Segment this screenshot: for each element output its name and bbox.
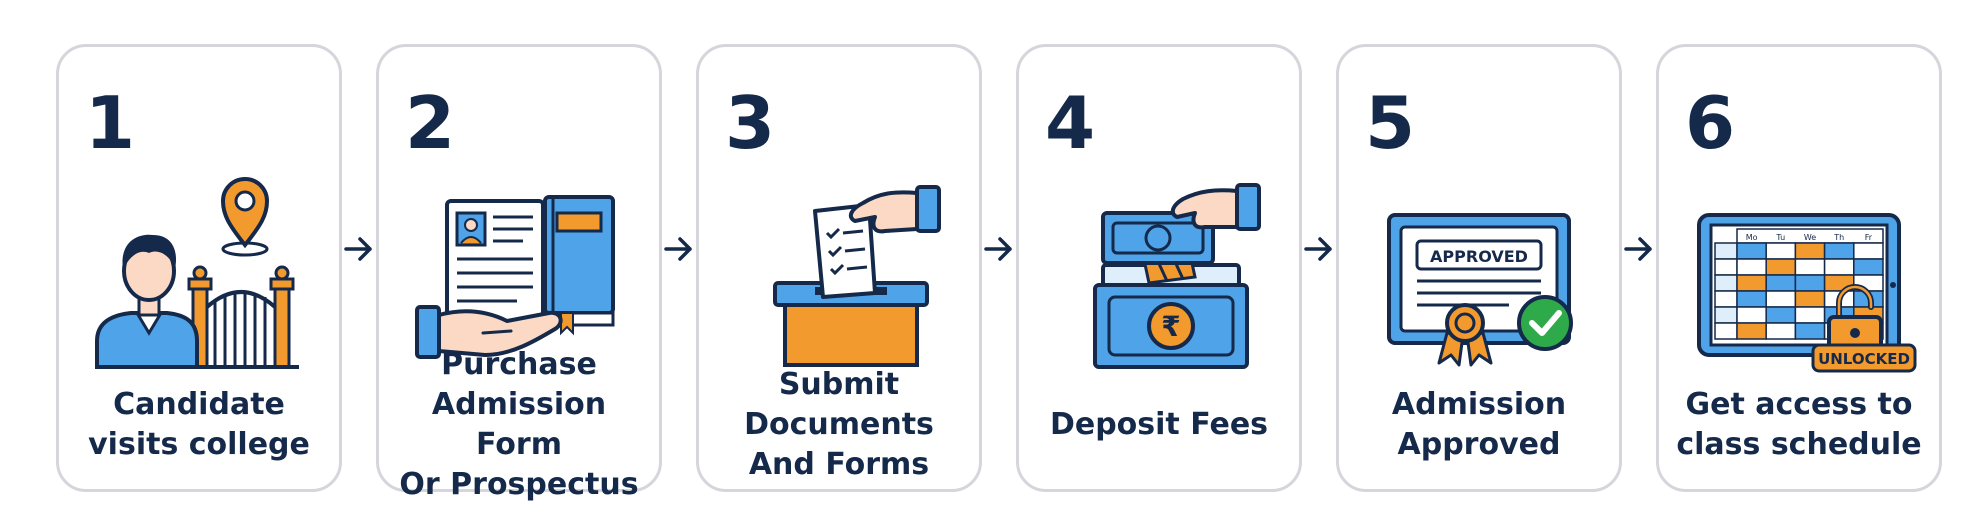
- label-line: Approved: [1397, 427, 1561, 462]
- schedule-cell: [1794, 274, 1826, 292]
- label-line: class schedule: [1676, 427, 1922, 462]
- label-line: Get access to: [1685, 387, 1913, 422]
- schedule-cell: [1765, 290, 1797, 308]
- label-line: Purchase: [441, 347, 597, 382]
- schedule-cell: [1853, 258, 1884, 276]
- schedule-cell: [1765, 322, 1797, 340]
- schedule-cell: [1794, 242, 1826, 260]
- label-line: visits college: [88, 427, 310, 462]
- day-label: Mo: [1746, 233, 1758, 242]
- label-line: Admission Form: [431, 387, 607, 462]
- day-label: Tu: [1775, 233, 1785, 242]
- schedule-cell: [1736, 258, 1767, 276]
- schedule-grid: [1714, 242, 1884, 340]
- step-number: 5: [1365, 81, 1416, 165]
- schedule-cell: [1736, 274, 1767, 292]
- unlocked-schedule-icon: Mo Tu We Th Fr UNLOCKED: [1697, 213, 1917, 373]
- person-at-college-gate-icon: [95, 177, 299, 369]
- schedule-cell: [1736, 290, 1767, 308]
- schedule-cell: [1823, 242, 1855, 260]
- label-line: And Forms: [748, 447, 930, 482]
- step-card-5: 5 APPROVED Admission Approved: [1336, 44, 1622, 492]
- step-card-2: 2 Purchase Admissio: [376, 44, 662, 502]
- label-line: Candidate: [113, 387, 285, 422]
- arrow-right-icon: [984, 237, 1012, 261]
- money-into-box-icon: ₹: [1093, 183, 1261, 369]
- schedule-cell: [1736, 322, 1767, 340]
- step-label: Admission Approved: [1349, 365, 1609, 485]
- schedule-cell: [1794, 258, 1826, 276]
- schedule-cell: [1736, 242, 1767, 260]
- schedule-row-header: [1714, 290, 1738, 308]
- step-number: 2: [405, 81, 456, 165]
- step-number: 3: [725, 81, 776, 165]
- label-line: Deposit Fees: [1049, 407, 1269, 442]
- schedule-cell: [1765, 242, 1797, 260]
- step-number: 4: [1045, 81, 1096, 165]
- schedule-row-header: [1714, 242, 1738, 260]
- label-line: Documents: [744, 407, 934, 442]
- step-card-4: 4 ₹ Deposit Fees: [1016, 44, 1302, 492]
- step-label: Deposit Fees: [1029, 365, 1289, 485]
- step-card-3: 3 Submit Documents And Forms: [696, 44, 982, 492]
- schedule-cell: [1853, 242, 1884, 260]
- label-line: Admission: [1391, 387, 1567, 422]
- hand-holding-form-and-book-icon: [415, 195, 615, 359]
- day-label: Fr: [1865, 233, 1873, 242]
- day-label: We: [1804, 233, 1816, 242]
- schedule-cell: [1823, 258, 1855, 276]
- label-line: Or Prospectus: [399, 467, 639, 502]
- day-label: Th: [1833, 233, 1844, 242]
- arrow-right-icon: [344, 237, 372, 261]
- svg-text:₹: ₹: [1161, 310, 1180, 343]
- arrow-right-icon: [1624, 237, 1652, 261]
- step-number: 1: [85, 81, 136, 165]
- step-label: Submit Documents And Forms: [709, 365, 969, 485]
- schedule-cell: [1794, 322, 1826, 340]
- document-into-box-icon: [773, 185, 941, 367]
- arrow-right-icon: [1304, 237, 1332, 261]
- label-line: Submit: [778, 367, 900, 402]
- schedule-cell: [1736, 306, 1767, 324]
- schedule-cell: [1765, 258, 1797, 276]
- step-label: Candidate visits college: [69, 365, 329, 485]
- schedule-row-header: [1714, 306, 1738, 324]
- schedule-row-header: [1714, 322, 1738, 340]
- schedule-row-header: [1714, 258, 1738, 276]
- step-label: Get access to class schedule: [1669, 365, 1929, 485]
- step-number: 6: [1685, 81, 1736, 165]
- schedule-cell: [1794, 290, 1826, 308]
- step-card-6: 6 Mo Tu We Th Fr UNLOCKED Get access to: [1656, 44, 1942, 492]
- schedule-cell: [1794, 306, 1826, 324]
- step-label: Purchase Admission Form Or Prospectus: [389, 347, 649, 502]
- certificate-text: APPROVED: [1430, 247, 1528, 266]
- unlocked-badge-text: UNLOCKED: [1818, 350, 1910, 368]
- step-card-1: 1 Ca: [56, 44, 342, 492]
- approved-certificate-icon: APPROVED: [1387, 213, 1573, 367]
- schedule-cell: [1765, 306, 1797, 324]
- schedule-cell: [1765, 274, 1797, 292]
- schedule-row-header: [1714, 274, 1738, 292]
- arrow-right-icon: [664, 237, 692, 261]
